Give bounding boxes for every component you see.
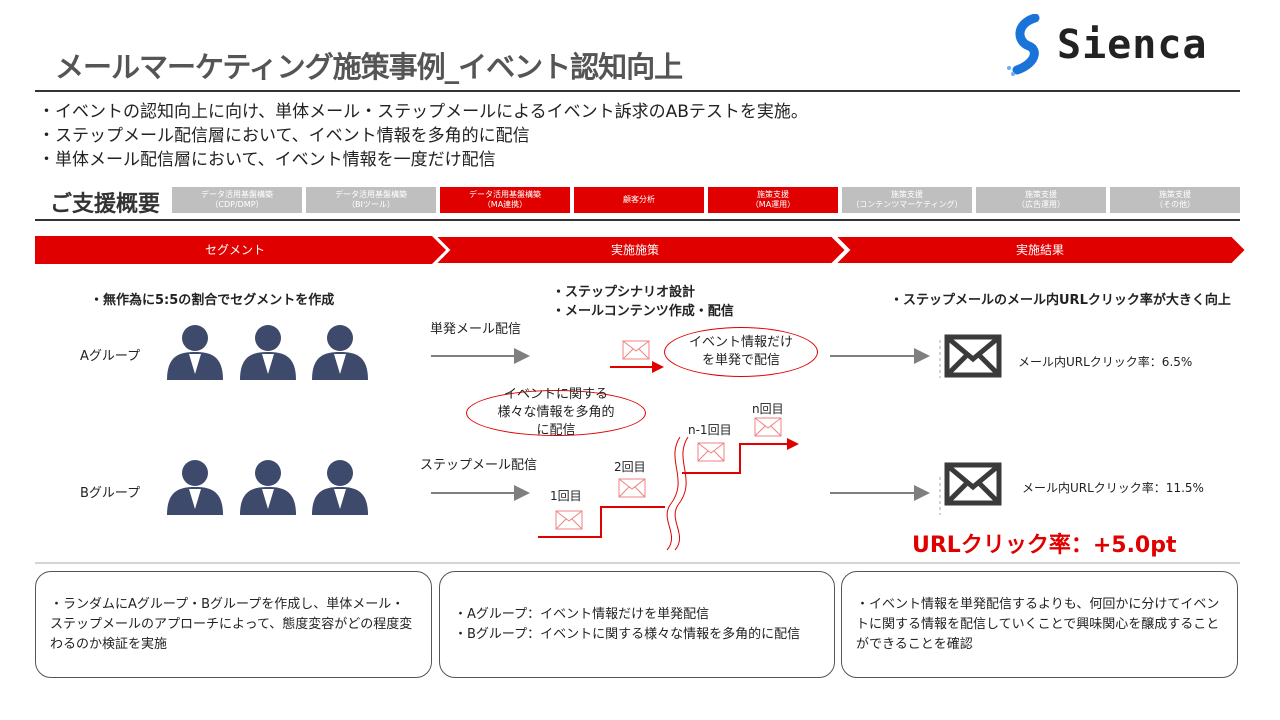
step-label: 2回目 — [614, 460, 646, 474]
support-tag-title: 施策支援 — [1159, 190, 1191, 199]
support-tag: 顧客分析 — [574, 187, 704, 213]
support-tag-title: データ活用基盤構築 — [469, 190, 541, 199]
phase-label: 実施施策 — [610, 243, 659, 257]
phase-chevron-segment — [35, 236, 446, 264]
support-tag-sub: （CDP/DMP） — [210, 200, 264, 209]
support-tag-sub: （MA連携） — [482, 200, 528, 209]
group-a-label: Aグループ — [80, 349, 141, 364]
support-tag-title: 施策支援 — [891, 190, 923, 199]
page-title: メールマーケティング施策事例_イベント認知向上 — [55, 50, 683, 84]
support-tag-title: データ活用基盤構築 — [201, 190, 273, 199]
support-tag: 施策支援（その他） — [1110, 187, 1240, 213]
note-box-result: ・イベント情報を単発配信するよりも、何回かに分けてイベントに関する情報を配信して… — [841, 571, 1238, 678]
single-mail-label: 単発メール配信 — [430, 322, 522, 337]
step-label: n回目 — [752, 402, 784, 416]
phase-label: セグメント — [204, 243, 265, 257]
divider — [35, 90, 1240, 92]
speech-bubble-a: イベント情報だけを単発で配信 — [664, 327, 818, 377]
phase-chevron-result — [832, 235, 1248, 265]
logo-mark-icon — [1007, 13, 1040, 76]
step-mail-label: ステップメール配信 — [420, 458, 538, 473]
support-tag: 施策支援（広告運用） — [976, 187, 1106, 213]
segment-heading: ・無作為に5:5の割合でセグメントを作成 — [90, 293, 335, 308]
support-label: ご支援概要 — [50, 192, 161, 217]
step-label: n-1回目 — [688, 423, 732, 437]
person-icons — [167, 325, 368, 515]
divider — [35, 219, 1240, 221]
step-label: 1回目 — [550, 489, 582, 503]
measure-heading: ・ステップシナリオ設計 — [552, 285, 696, 300]
bullet: ・イベントの認知向上に向け、単体メール・ステップメールによるイベント訴求のABテ… — [38, 102, 808, 122]
bullet: ・ステップメール配信層において、イベント情報を多角的に配信 — [38, 126, 530, 146]
note-box-segment: ・ランダムにAグループ・Bグループを作成し、単体メール・ステップメールのアプロー… — [35, 571, 432, 678]
support-tag-title: 施策支援 — [1025, 190, 1057, 199]
measure-heading: ・メールコンテンツ作成・配信 — [552, 304, 734, 319]
support-tag-title: 施策支援 — [757, 190, 789, 199]
click-rate-lift: URLクリック率：+5.0pt — [912, 533, 1177, 558]
note-text: ・ランダムにAグループ・Bグループを作成し、単体メール・ステップメールのアプロー… — [50, 596, 413, 652]
sienca-logo: Sienca — [1005, 13, 1215, 78]
support-tag: データ活用基盤構築（BIツール） — [306, 187, 436, 213]
summary-bullets: ・イベントの認知向上に向け、単体メール・ステップメールによるイベント訴求のABテ… — [38, 100, 808, 172]
bullet: ・単体メール配信層において、イベント情報を一度だけ配信 — [38, 150, 496, 170]
note-box-measure: ・Aグループ：イベント情報だけを単発配信 ・Bグループ：イベントに関する様々な情… — [439, 571, 835, 678]
speech-bubble-b: イベントに関する様々な情報を多角的に配信 — [466, 387, 646, 438]
support-tag-sub: （その他） — [1155, 200, 1195, 209]
support-tag: 施策支援（コンテンツマーケティング） — [842, 187, 972, 213]
support-tag-sub: （コンテンツマーケティング） — [851, 200, 963, 209]
group-b-label: Bグループ — [80, 486, 141, 501]
support-tag: データ活用基盤構築（MA連携） — [440, 187, 570, 213]
note-text: ・Aグループ：イベント情報だけを単発配信 ・Bグループ：イベントに関する様々な情… — [454, 606, 801, 642]
phase-label: 実施結果 — [1015, 243, 1064, 257]
support-tag: データ活用基盤構築（CDP/DMP） — [172, 187, 302, 213]
support-tag-sub: （BIツール） — [347, 200, 395, 209]
phase-chevron-measure — [432, 235, 848, 265]
note-text: ・イベント情報を単発配信するよりも、何回かに分けてイベントに関する情報を配信して… — [856, 596, 1220, 652]
support-tag-sub: （広告運用） — [1017, 200, 1065, 209]
support-tag-sub: （MA運用） — [750, 200, 796, 209]
support-tag: 施策支援（MA運用） — [708, 187, 838, 213]
support-tag-title: データ活用基盤構築 — [335, 190, 407, 199]
result-a: メール内URLクリック率：6.5% — [1018, 355, 1193, 369]
result-b: メール内URLクリック率：11.5% — [1022, 481, 1204, 495]
result-heading: ・ステップメールのメール内URLクリック率が大きく向上 — [890, 293, 1231, 308]
support-tag-title: 顧客分析 — [623, 195, 655, 204]
